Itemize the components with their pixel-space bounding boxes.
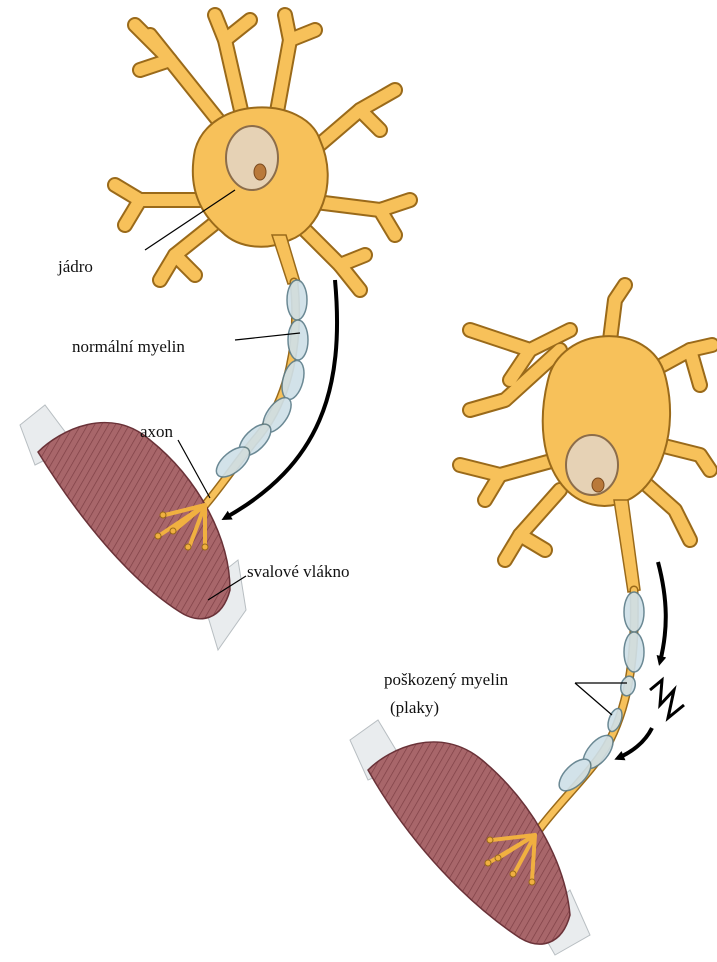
myelin-sheath-icon	[211, 280, 308, 483]
axon-hillock	[272, 235, 300, 284]
muscle-fiber-icon	[20, 405, 246, 650]
label-damaged-myelin: poškozený myelin	[384, 670, 509, 689]
axon-hillock-2	[614, 500, 640, 592]
nucleolus-2	[592, 478, 604, 492]
label-axon: axon	[140, 422, 174, 441]
nucleolus	[254, 164, 266, 180]
label-muscle-fiber: svalové vlákno	[247, 562, 349, 581]
damaged-neuron	[350, 285, 712, 955]
reflected-signal-arrow-icon	[618, 728, 652, 758]
signal-arrow-icon-2	[658, 562, 666, 662]
nucleus	[226, 126, 278, 190]
label-plaques: (plaky)	[390, 698, 439, 717]
muscle-fiber-icon-2	[350, 720, 590, 955]
healthy-neuron	[20, 15, 410, 650]
label-nucleus: jádro	[57, 257, 93, 276]
myelin-sheath-icon-2	[554, 592, 644, 796]
label-normal-myelin: normální myelin	[72, 337, 185, 356]
conduction-block-zigzag-icon	[650, 680, 684, 718]
